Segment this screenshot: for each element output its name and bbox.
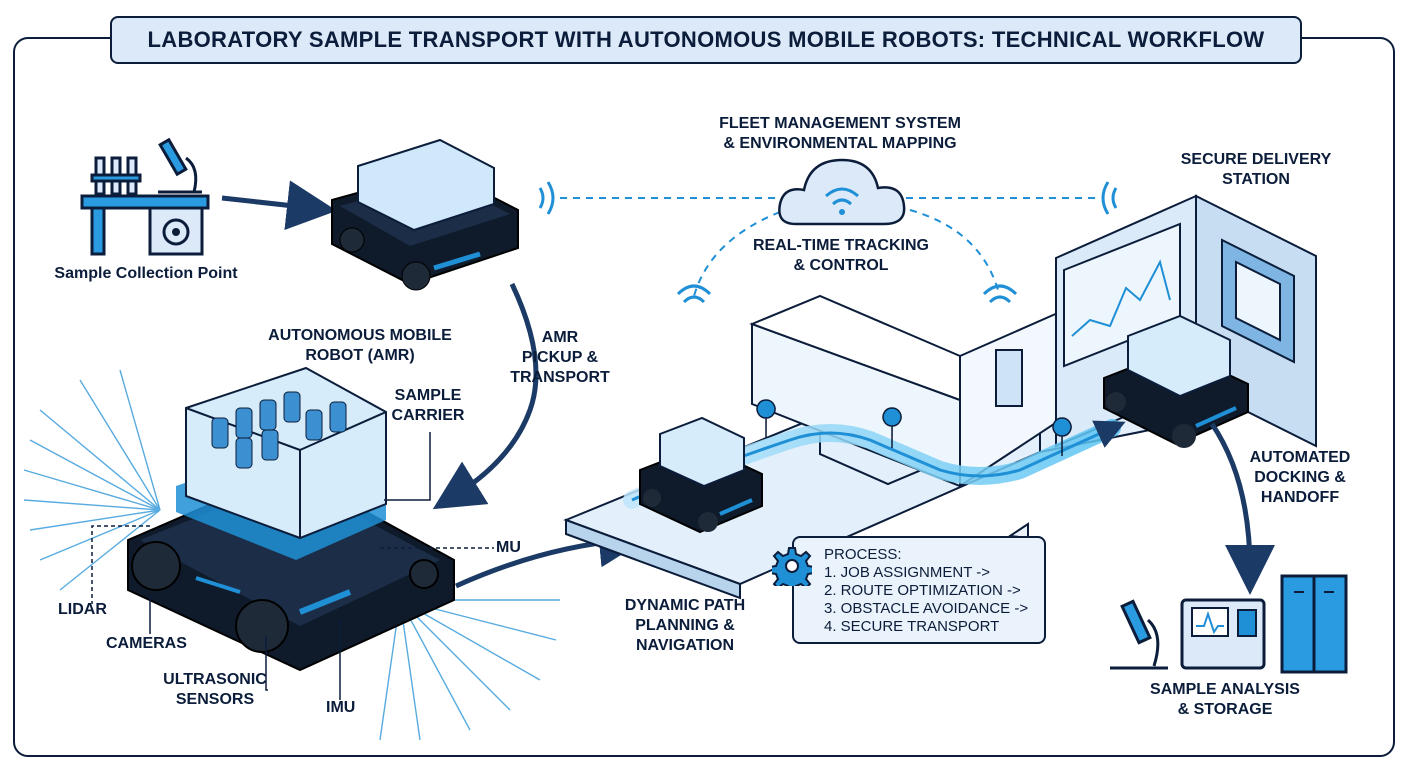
callout-lines: [91, 432, 494, 700]
amr-small-robot: [331, 138, 519, 291]
network-links: [560, 197, 1100, 297]
microscope-icon: [1110, 599, 1168, 670]
process-step: 4. SECURE TRANSPORT: [824, 618, 1000, 635]
label-fleet-management: FLEET MANAGEMENT SYSTEM& ENVIRONMENTAL M…: [719, 115, 961, 152]
cloud-wifi-icon: [778, 158, 906, 226]
label-analysis-storage: SAMPLE ANALYSIS& STORAGE: [1150, 681, 1300, 718]
process-step: 1. JOB ASSIGNMENT ->: [824, 564, 991, 581]
label-collection-point: Sample Collection Point: [54, 265, 238, 282]
amr-route-robot: [639, 416, 763, 534]
gear-icon: [772, 547, 812, 586]
process-step: 2. ROUTE OPTIMIZATION ->: [824, 582, 1021, 599]
process-box: PROCESS: 1. JOB ASSIGNMENT -> 2. ROUTE O…: [772, 536, 1046, 644]
amr-delivery-robot: [1103, 314, 1249, 448]
process-heading: PROCESS:: [824, 546, 902, 563]
amr-large-robot: [127, 366, 455, 672]
process-steps: PROCESS: 1. JOB ASSIGNMENT -> 2. ROUTE O…: [824, 546, 1028, 636]
diagram-title: LABORATORY SAMPLE TRANSPORT WITH AUTONOM…: [110, 16, 1302, 64]
biohazard-icon: [162, 218, 190, 246]
lab-bench-icon: [80, 156, 210, 256]
location-pin-icon: [756, 399, 1072, 457]
label-cameras: CAMERAS: [106, 635, 187, 652]
process-step: 3. OBSTACLE AVOIDANCE ->: [824, 600, 1029, 617]
microscope-icon: [158, 137, 202, 194]
storage-cabinet-icon: [1280, 574, 1348, 674]
label-mu: MU: [496, 539, 521, 556]
label-realtime-tracking: REAL-TIME TRACKING& CONTROL: [753, 237, 929, 274]
label-imu: IMU: [326, 699, 356, 716]
label-lidar: LIDAR: [58, 601, 107, 618]
wifi-signal-icon: [538, 181, 1118, 304]
analyzer-icon: [1180, 598, 1266, 670]
